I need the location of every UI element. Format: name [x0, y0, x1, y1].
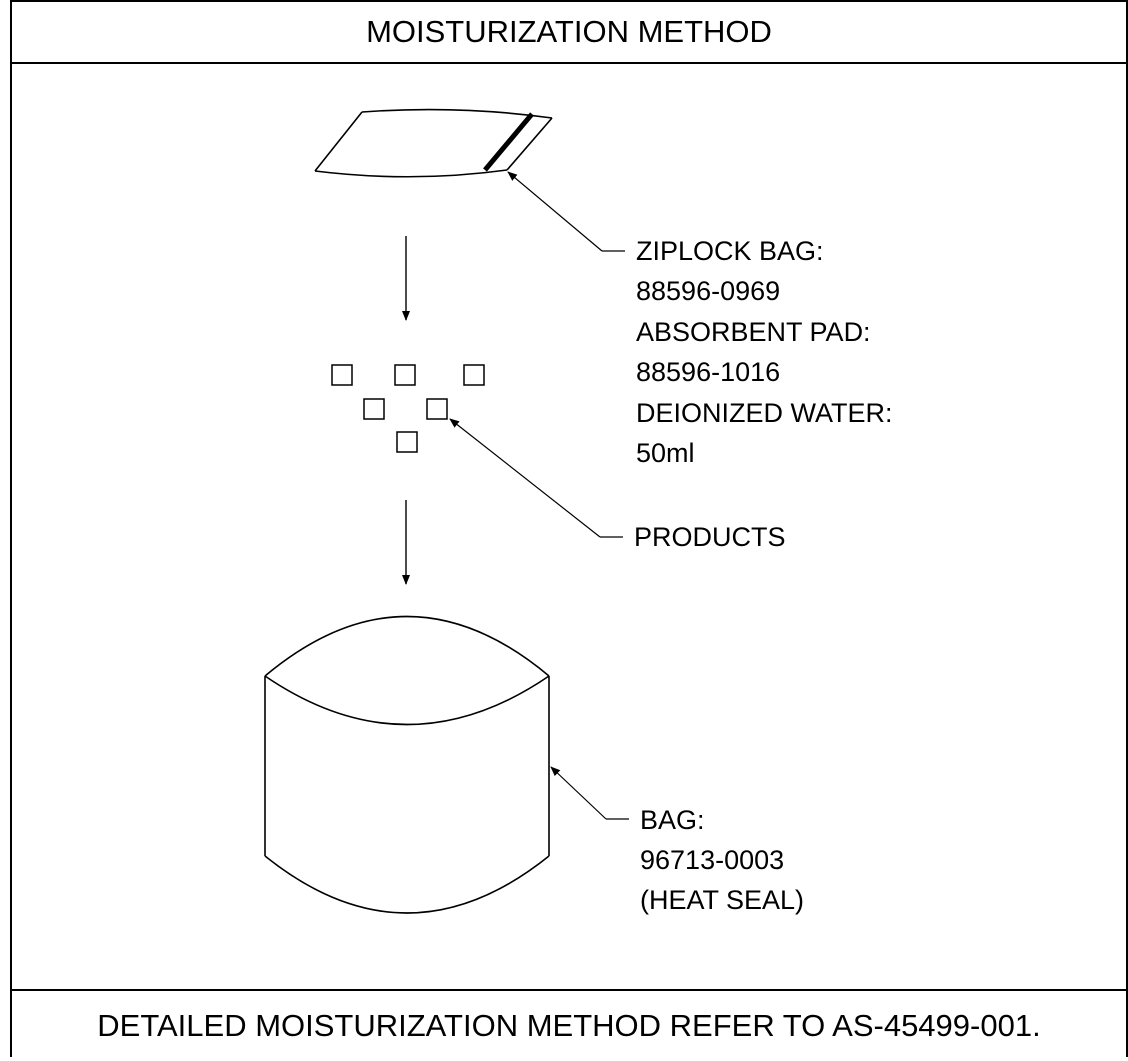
- bag-line: BAG:: [640, 805, 705, 835]
- products-label: PRODUCTS: [634, 522, 786, 552]
- diagram-title: MOISTURIZATION METHOD: [366, 14, 772, 49]
- footer-note: DETAILED MOISTURIZATION METHOD REFER TO …: [97, 1008, 1041, 1043]
- product-square: [396, 431, 418, 453]
- ziplock-bag-leader: [507, 171, 625, 252]
- bag-part-number: 96713-0003: [640, 845, 784, 875]
- product-square: [394, 364, 416, 386]
- ziplock-bag-shape: [314, 108, 553, 178]
- product-square: [463, 364, 485, 386]
- bag-label: BAG: 96713-0003 (HEAT SEAL): [640, 805, 804, 915]
- heat-seal-bag-shape: [264, 615, 550, 914]
- footer-bar: DETAILED MOISTURIZATION METHOD REFER TO …: [12, 989, 1126, 1061]
- ziplock-bag-line: ZIPLOCK BAG:: [636, 236, 824, 266]
- bag-leader: [550, 766, 629, 820]
- title-bar: MOISTURIZATION METHOD: [12, 2, 1126, 64]
- bag-heat-seal-note: (HEAT SEAL): [640, 885, 804, 915]
- product-square: [331, 364, 353, 386]
- drawing-frame: MOISTURIZATION METHOD DETAILED MOISTURIZ…: [10, 0, 1128, 1057]
- product-square: [363, 398, 385, 420]
- deionized-water-amount: 50ml: [636, 438, 695, 468]
- products-leader: [449, 418, 623, 538]
- absorbent-pad-part-number: 88596-1016: [636, 357, 780, 387]
- ziplock-bag-part-number: 88596-0969: [636, 276, 780, 306]
- ziplock-bag-label: ZIPLOCK BAG: 88596-0969 ABSORBENT PAD: 8…: [636, 236, 893, 468]
- absorbent-pad-line: ABSORBENT PAD:: [636, 317, 871, 347]
- products-group: [331, 364, 485, 453]
- deionized-water-line: DEIONIZED WATER:: [636, 398, 893, 428]
- product-square: [426, 398, 448, 420]
